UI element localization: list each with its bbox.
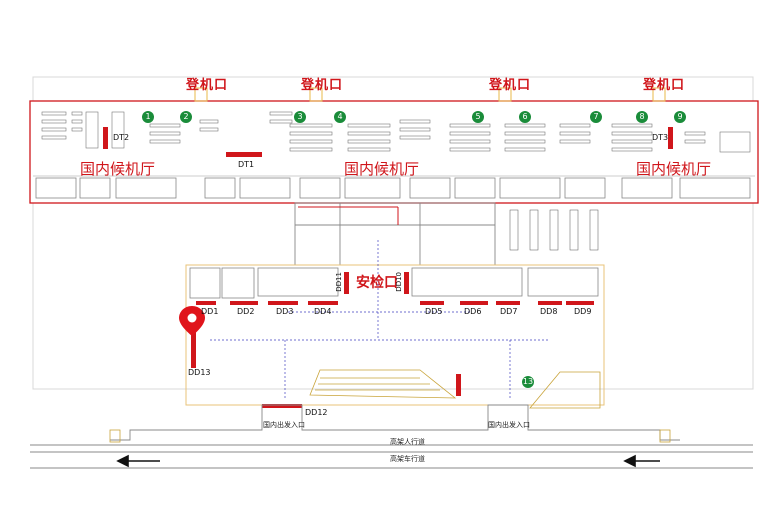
dd10-label: DD10 [395,272,403,292]
gate-number-6: 6 [519,111,531,123]
gate-number-9: 9 [674,111,686,123]
dd5-label: DD5 [425,307,443,316]
gate-number-2: 2 [180,111,192,123]
departure-entrance-west: 国内出发入口 [263,421,305,429]
dd6-label: DD6 [464,307,482,316]
departure-entrance-east: 国内出发入口 [488,421,530,429]
gate-number-4: 4 [334,111,346,123]
dt2-label: DT2 [113,133,130,142]
security-checkpoint-label: 安检口 [356,275,398,291]
dd13-label: DD13 [188,368,211,377]
location-pin-icon [179,306,205,336]
dd2-label: DD2 [237,307,255,316]
gate-label-2: 登机口 [301,78,344,93]
dd3-label: DD3 [276,307,294,316]
gate-label-1: 登机口 [186,78,229,93]
waiting-hall-outline [29,100,759,204]
gate-number-7: 7 [590,111,602,123]
dd11-label: DD11 [335,272,343,292]
dd9-label: DD9 [574,307,592,316]
hall-label-center: 国内候机厅 [344,160,420,178]
gate-label-3: 登机口 [489,78,532,93]
hall-label-east: 国内候机厅 [636,160,712,178]
departure-hall [185,264,605,406]
dt1-label: DT1 [238,160,255,169]
hall-label-west: 国内候机厅 [80,160,156,178]
gate-number-8: 8 [636,111,648,123]
elevated-roadway-label: 高架车行道 [390,455,425,463]
marker-13: 13 [522,376,534,388]
dd12-label: DD12 [305,408,328,417]
gate-number-5: 5 [472,111,484,123]
traffic-arrow-left [116,454,160,468]
seating-rows [41,111,751,153]
elevated-walkway-label: 高架人行道 [390,438,425,446]
dd8-label: DD8 [540,307,558,316]
gate-number-1: 1 [142,111,154,123]
dd4-label: DD4 [314,307,332,316]
dd7-label: DD7 [500,307,518,316]
dd1-label: DD1 [201,307,219,316]
traffic-arrow-right-side [623,454,660,468]
dt3-label: DT3 [652,133,669,142]
gate-number-3: 3 [294,111,306,123]
gate-label-4: 登机口 [643,78,686,93]
